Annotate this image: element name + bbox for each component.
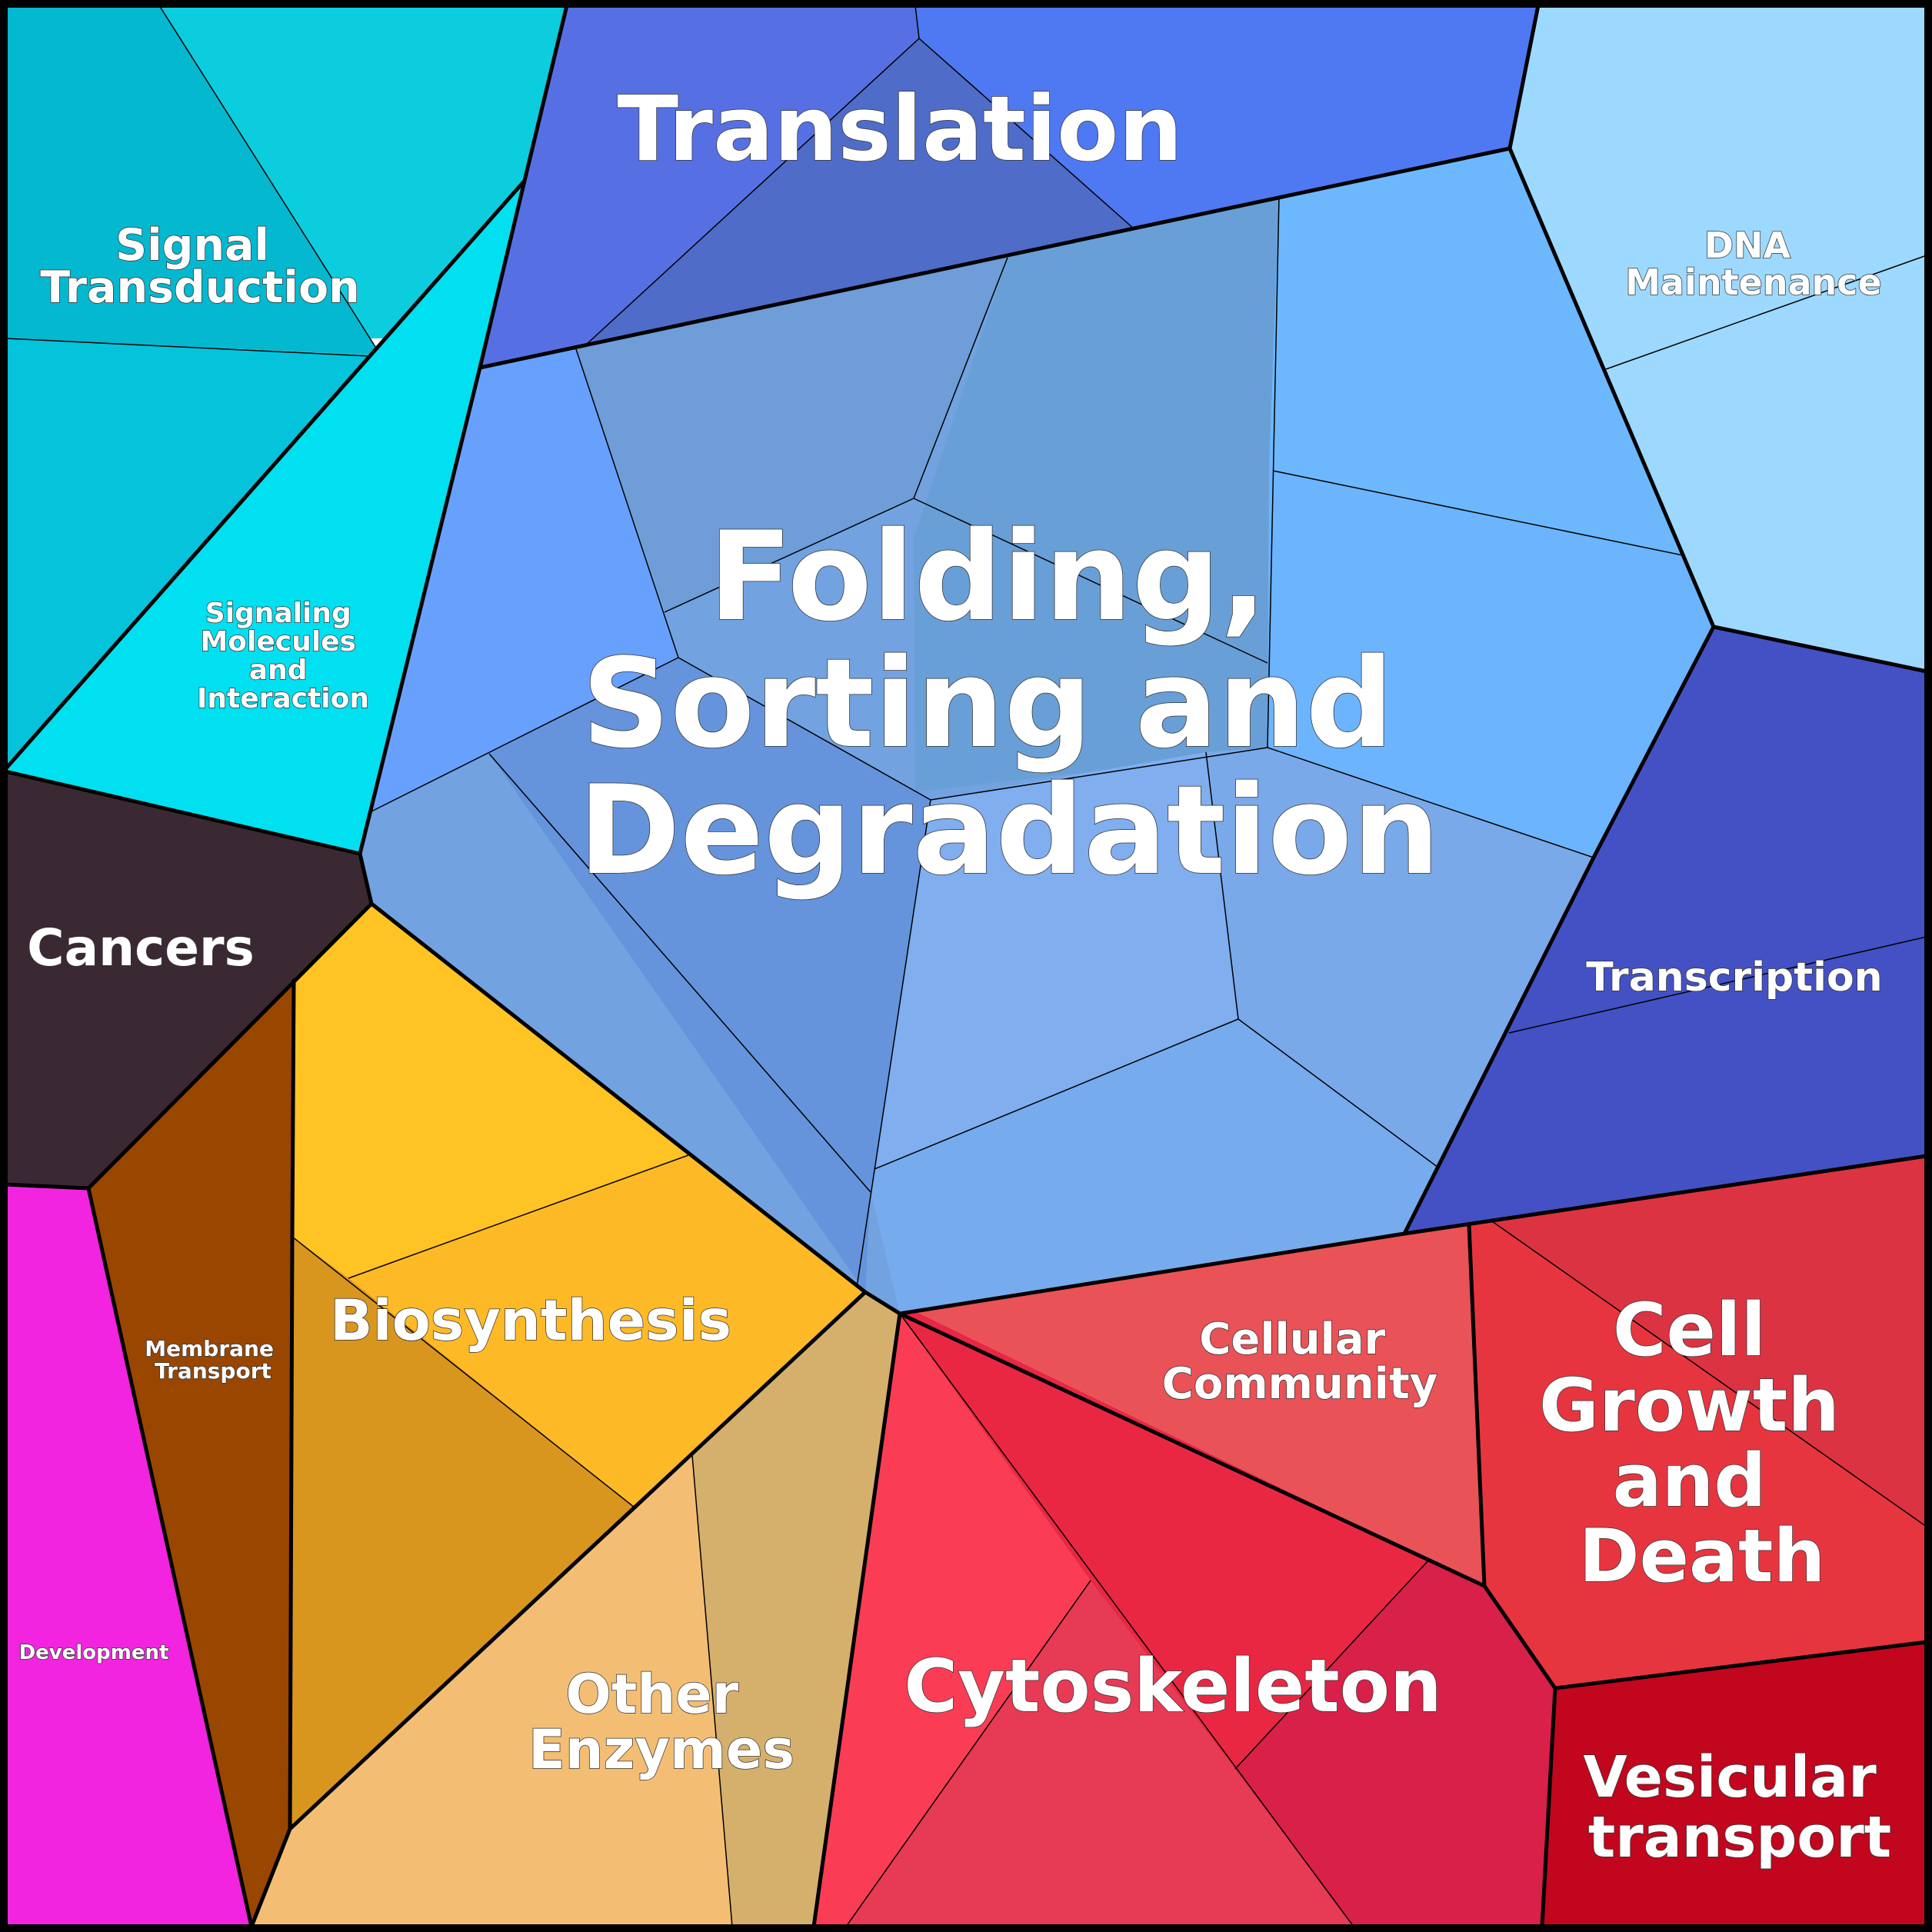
label-cytoskeleton: Cytoskeleton [904,1644,1441,1729]
label-development: Development [19,1641,169,1664]
cell-transcription[interactable] [1404,627,1927,1234]
label-cellular-community: Cellular Community [1162,1314,1437,1409]
top-level-borders [3,3,1929,1929]
label-folding-sorting-degradation: Folding, Sorting and Degradation [578,505,1440,902]
cell-cancers[interactable] [5,771,371,1188]
cell-vesicular-transport[interactable] [1542,1642,1927,1927]
cell-signaling-molecules[interactable] [5,181,525,854]
cell-biosynthesis[interactable] [290,904,865,1829]
cell-cytoskeleton[interactable] [814,1311,1555,1927]
cell-cell-growth-death[interactable] [1469,1156,1927,1688]
cell-development[interactable] [5,1184,251,1927]
label-membrane-transport: Membrane Transport [145,1336,281,1384]
cell-cellular-community[interactable] [915,1224,1484,1586]
label-biosynthesis: Biosynthesis [330,1288,731,1354]
label-signaling-molecules: Signaling Molecules and Interaction [197,598,369,715]
label-other-enzymes: Other Enzymes [528,1663,794,1781]
label-dna-maintenance: DNA Maintenance [1625,225,1882,303]
cell-translation[interactable] [480,5,1538,368]
label-vesicular-transport: Vesicular transport [1584,1744,1897,1870]
label-signal-transduction: Signal Transduction [40,220,359,313]
cell-dna-maintenance[interactable] [1510,5,1927,671]
label-cell-growth-death: Cell Growth and Death [1539,1288,1865,1599]
cell-other-enzymes[interactable] [251,1292,900,1927]
label-translation: Translation [617,76,1182,182]
cell-membrane-transport[interactable] [88,981,294,1927]
label-cancers: Cancers [27,918,255,978]
label-transcription: Transcription [1586,954,1882,1001]
cell-folding-sorting-degradation[interactable] [360,148,1714,1314]
